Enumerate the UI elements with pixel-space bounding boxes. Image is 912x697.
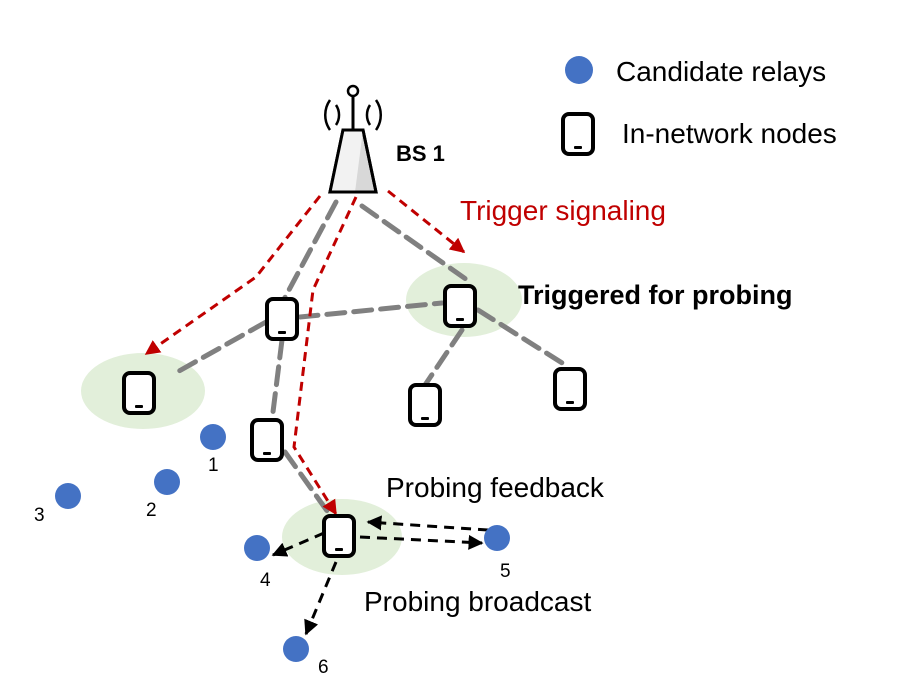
- legend-relay-dot: [565, 56, 593, 84]
- link-bs-node-c: [359, 203, 473, 285]
- legend-phone-icon: [561, 112, 595, 156]
- trigger-arrow-node-a: [144, 195, 322, 356]
- link-node-b-node-d: [269, 337, 285, 423]
- trigger-arrow-node-e: [292, 196, 358, 516]
- legend-in-network-nodes: In-network nodes: [622, 118, 837, 149]
- probe-arrow-relay-5: [359, 534, 484, 550]
- node-e-phone-icon: [322, 514, 356, 558]
- bs-label: BS 1: [396, 141, 445, 166]
- triggered-for-probing-label: Triggered for probing: [518, 280, 793, 310]
- node-g-phone-icon: [553, 367, 587, 411]
- probe-arrow-relay-4: [271, 531, 325, 557]
- link-node-b-node-a: [169, 319, 269, 378]
- probe-arrow-relay-6: [304, 561, 338, 636]
- node-a-phone-icon: [122, 371, 156, 415]
- link-node-d-node-e: [282, 449, 333, 518]
- probing-arrows: [271, 515, 489, 636]
- relay-4-dot: [244, 535, 270, 561]
- legend-candidate-relays: Candidate relays: [616, 56, 827, 87]
- trigger-arrows: [144, 189, 466, 516]
- relay-2-dot: [154, 469, 180, 495]
- relay-2-label: 2: [146, 500, 157, 521]
- relay-4-label: 4: [260, 570, 271, 591]
- relay-1-label: 1: [208, 455, 219, 476]
- node-c-phone-icon: [443, 284, 477, 328]
- link-node-c-node-g: [475, 307, 570, 369]
- link-bs-node-b: [279, 199, 339, 306]
- relay-5-label: 5: [500, 561, 511, 582]
- relay-1-dot: [200, 424, 226, 450]
- node-b-phone-icon: [265, 297, 299, 341]
- probing-broadcast-label: Probing broadcast: [364, 586, 592, 617]
- relay-3-dot: [55, 483, 81, 509]
- node-f-phone-icon: [408, 383, 442, 427]
- link-node-c-node-f: [422, 327, 465, 388]
- trigger-arrow-node-c: [387, 189, 466, 254]
- relay-5-dot: [484, 525, 510, 551]
- relay-6-label: 6: [318, 657, 329, 678]
- relay-3-label: 3: [34, 505, 45, 526]
- cell-tower-icon: [323, 84, 383, 194]
- node-d-phone-icon: [250, 418, 284, 462]
- probing-feedback-label: Probing feedback: [386, 472, 604, 503]
- relay-6-dot: [283, 636, 309, 662]
- backbone-links: [169, 199, 570, 518]
- feedback-arrow-relay-5: [366, 515, 489, 532]
- trigger-signaling-label: Trigger signaling: [460, 195, 666, 226]
- link-node-b-node-c: [297, 300, 445, 320]
